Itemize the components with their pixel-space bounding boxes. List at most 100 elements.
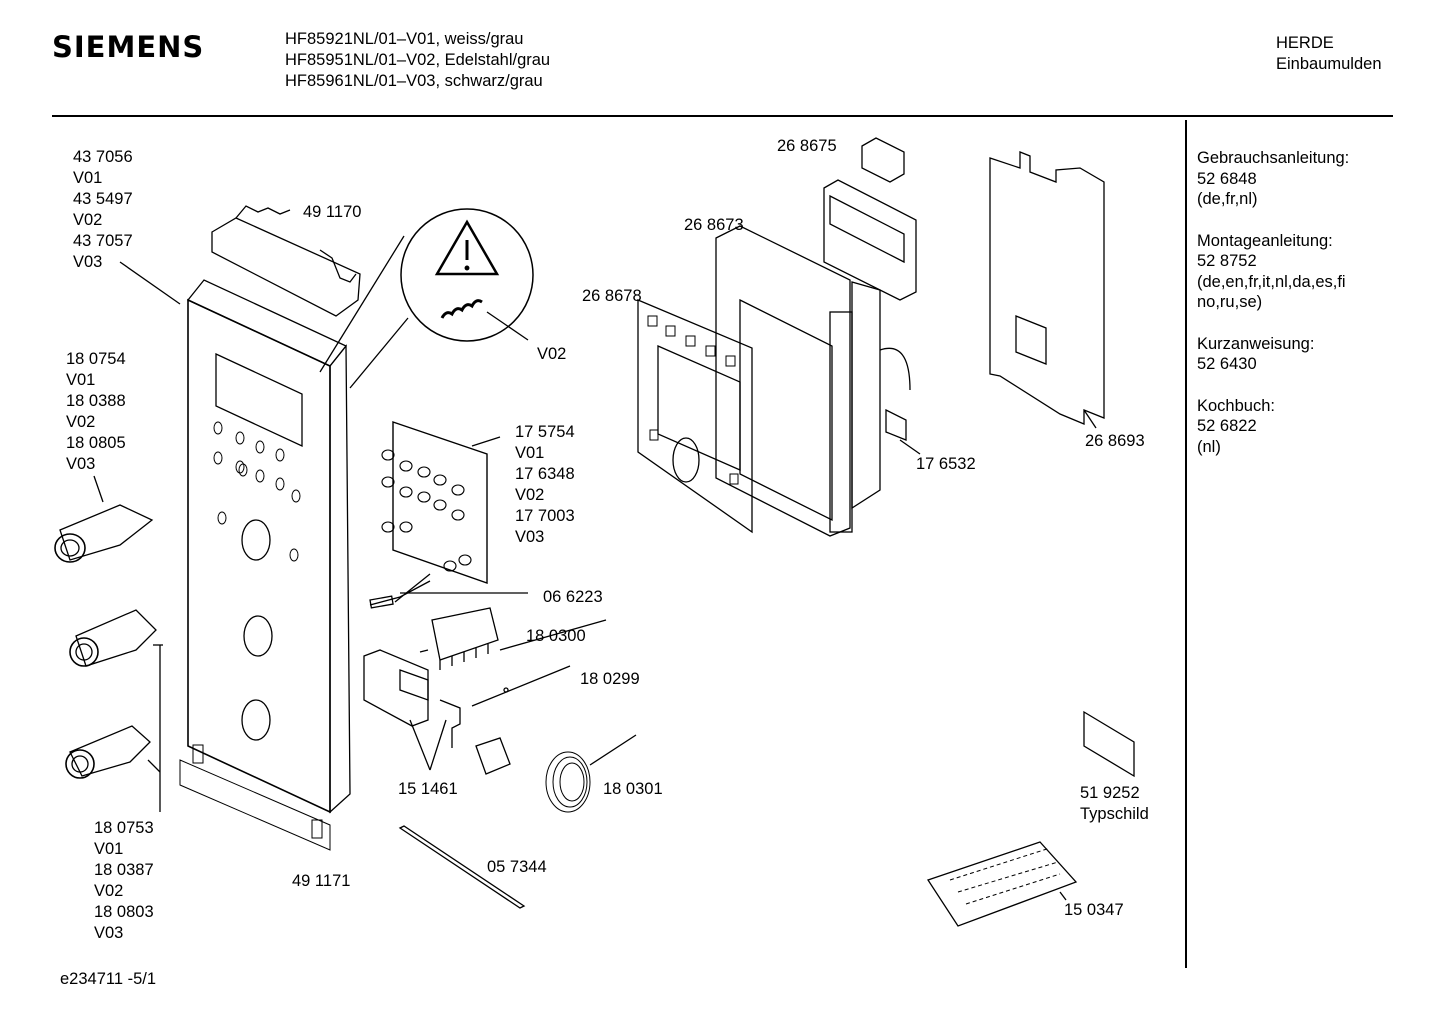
variant: V03	[73, 253, 103, 271]
warning-inset	[319, 208, 534, 389]
brand-logo: SIEMENS	[52, 30, 205, 64]
part-number: 43 5497	[73, 190, 133, 208]
part-number: 18 0803	[94, 903, 154, 921]
document-entry: Kurzanweisung: 52 6430	[1197, 334, 1349, 375]
variant: V01	[66, 371, 96, 389]
part-label-268675: 26 8675	[777, 137, 837, 155]
rotary-switch	[419, 607, 499, 670]
display-module	[823, 137, 917, 301]
document-number: 52 6822	[1197, 417, 1257, 435]
part-label-175754: 17 5754 V01 17 6348 V02 17 7003 V03	[515, 422, 575, 548]
leader-151461-a	[409, 719, 431, 771]
document-entry: Gebrauchsanleitung: 52 6848 (de,fr,nl)	[1197, 148, 1349, 210]
screw-bag	[926, 841, 1078, 927]
document-title: Kochbuch:	[1197, 396, 1275, 415]
document-languages: (nl)	[1197, 437, 1221, 456]
model-line: HF85921NL/01–V01, weiss/grau	[285, 30, 524, 48]
document-title: Montageanleitung:	[1197, 231, 1333, 250]
leader-180754	[93, 475, 104, 503]
variant: V02	[73, 211, 103, 229]
part-number: 51 9252	[1080, 784, 1140, 802]
part-number: 17 5754	[515, 423, 575, 441]
part-number: 43 7057	[73, 232, 133, 250]
type-plate	[1083, 710, 1135, 778]
variant: V03	[66, 455, 96, 473]
side-plate	[989, 151, 1105, 425]
variant: V02	[515, 486, 545, 504]
part-label-519252: 51 9252 Typschild	[1080, 783, 1149, 825]
model-list: HF85921NL/01–V01, weiss/grau HF85951NL/0…	[285, 29, 550, 92]
variant: V03	[515, 528, 545, 546]
model-line: HF85951NL/01–V02, Edelstahl/grau	[285, 51, 551, 69]
variant: V03	[94, 924, 124, 942]
document-languages: no,ru,se)	[1197, 293, 1263, 311]
part-caption: Typschild	[1080, 805, 1149, 823]
part-label-057344: 05 7344	[487, 858, 547, 876]
part-label-180754: 18 0754 V01 18 0388 V02 18 0805 V03	[66, 349, 126, 475]
part-label-151461: 15 1461	[398, 780, 458, 798]
part-number: 43 7056	[73, 148, 133, 166]
document-entry: Montageanleitung: 52 8752 (de,en,fr,it,n…	[1197, 231, 1349, 313]
part-label-491171: 49 1171	[292, 872, 351, 890]
part-number: 18 0387	[94, 861, 154, 879]
document-number: 52 8752	[1197, 252, 1257, 270]
document-title: Gebrauchsanleitung:	[1197, 149, 1350, 167]
category-line: Einbaumulden	[1276, 55, 1382, 73]
part-label-437056: 43 7056 V01 43 5497 V02 43 7057 V03	[73, 147, 133, 273]
part-label-180301: 18 0301	[603, 780, 663, 798]
part-label-268693: 26 8693	[1085, 432, 1145, 450]
part-label-176532: 17 6532	[916, 455, 976, 473]
base-strip	[179, 744, 331, 851]
documents-list: Gebrauchsanleitung: 52 6848 (de,fr,nl) M…	[1197, 148, 1349, 478]
model-line: HF85961NL/01–V03, schwarz/grau	[285, 72, 543, 90]
part-number: 17 6348	[515, 465, 575, 483]
control-panel	[186, 279, 351, 814]
part-label-066223: 06 6223	[543, 588, 603, 606]
document-number: 52 6848	[1197, 169, 1257, 188]
document-languages: (de,en,fr,it,nl,da,es,fi	[1197, 272, 1346, 291]
variant: V01	[73, 169, 103, 187]
part-label-180753: 18 0753 V01 18 0387 V02 18 0803 V03	[94, 818, 154, 944]
leader-151461-b	[429, 719, 447, 771]
leader-268693	[1083, 409, 1097, 429]
variant: V01	[94, 840, 124, 858]
inner-frame	[715, 225, 911, 537]
document-entry: Kochbuch: 52 6822 (nl)	[1197, 396, 1349, 458]
mounting-bracket	[363, 649, 461, 748]
category-line: HERDE	[1276, 34, 1334, 52]
probe-tip	[503, 687, 509, 693]
part-label-491170: 49 1170	[303, 203, 362, 221]
top-bracket	[211, 205, 361, 317]
part-label-v02-spring: V02	[537, 345, 567, 363]
leader-437056	[119, 261, 181, 305]
document-number: 52 6430	[1197, 355, 1257, 373]
part-number: 18 0754	[66, 350, 126, 368]
part-number: 18 0388	[66, 392, 126, 410]
leader-150347	[1059, 891, 1067, 901]
part-label-180299: 18 0299	[580, 670, 640, 688]
probe-180300	[499, 619, 607, 651]
document-id: e234711 -5/1	[60, 970, 157, 988]
part-label-180300: 18 0300	[526, 627, 586, 645]
variant: V02	[66, 413, 96, 431]
part-number: 18 0753	[94, 819, 154, 837]
probe-180299	[471, 665, 571, 707]
part-number: 18 0805	[66, 434, 126, 452]
pcb-board	[381, 421, 488, 584]
part-label-150347: 15 0347	[1064, 901, 1124, 919]
rod	[398, 825, 526, 909]
variant: V02	[94, 882, 124, 900]
document-languages: (de,fr,nl)	[1197, 190, 1258, 208]
thermostat	[475, 734, 637, 813]
part-number: 17 7003	[515, 507, 575, 525]
knobs	[54, 504, 157, 779]
category: HERDE Einbaumulden	[1276, 33, 1382, 75]
document-title: Kurzanweisung:	[1197, 334, 1315, 353]
lamp	[369, 573, 431, 609]
part-label-268673: 26 8673	[684, 216, 744, 234]
leader-175754	[471, 436, 501, 447]
part-label-268678: 26 8678	[582, 287, 642, 305]
front-plate	[637, 299, 753, 534]
leader-176532	[899, 439, 921, 455]
